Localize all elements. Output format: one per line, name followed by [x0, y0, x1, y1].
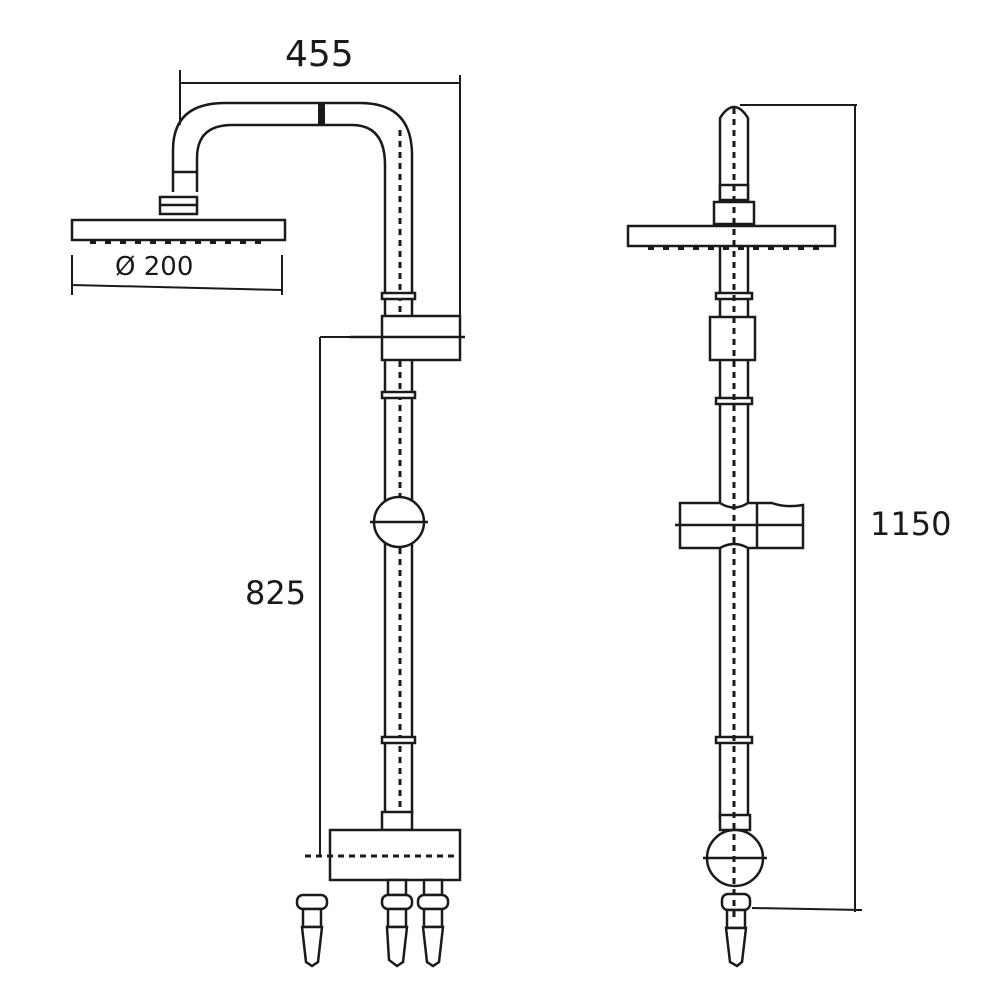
- shower-arm-inner: [195, 123, 387, 815]
- nozzle: [648, 246, 654, 250]
- wall-fitting-right: [416, 878, 450, 968]
- nozzle: [255, 240, 261, 244]
- nozzle: [120, 240, 126, 244]
- nozzle: [678, 246, 684, 250]
- diameter-symbol: Ø: [115, 252, 136, 282]
- dimension-200-label: Ø 200: [115, 252, 193, 282]
- outlet-fitting: [725, 908, 747, 930]
- riser-pipe: [718, 105, 750, 820]
- nozzle: [663, 246, 669, 250]
- nozzle: [135, 240, 141, 244]
- dimension-1150-line: [740, 104, 863, 912]
- shower-head-nozzles: [90, 240, 261, 244]
- shower-arm: [171, 101, 414, 815]
- dimension-455-line: [179, 70, 461, 315]
- nozzle: [180, 240, 186, 244]
- dimension-455-label: 455: [285, 34, 354, 75]
- nozzle: [150, 240, 156, 244]
- dimension-1150-label: 1150: [870, 505, 952, 543]
- nozzle: [195, 240, 201, 244]
- nozzle: [165, 240, 171, 244]
- wall-fitting-loose: [295, 893, 329, 968]
- nozzle: [105, 240, 111, 244]
- nozzle: [210, 240, 216, 244]
- nozzle: [708, 246, 714, 250]
- wall-bracket: [708, 315, 757, 362]
- shower-head-nozzles: [648, 246, 819, 250]
- front-view: [626, 104, 863, 968]
- pipe-ring: [380, 735, 417, 745]
- nozzle: [240, 240, 246, 244]
- nozzle: [90, 240, 96, 244]
- dimension-200-value: 200: [143, 252, 194, 282]
- shower-head: [70, 218, 287, 242]
- nozzle: [768, 246, 774, 250]
- dimension-825-label: 825: [245, 574, 307, 612]
- wall-fitting-left: [380, 878, 414, 968]
- nozzle: [738, 246, 744, 250]
- outlet-thread: [724, 926, 748, 968]
- pipe-ring: [380, 291, 417, 301]
- shower-head-front: [626, 224, 837, 248]
- outlet-nut: [720, 892, 752, 912]
- dimension-200-line: [71, 255, 283, 295]
- nozzle: [225, 240, 231, 244]
- nozzle: [783, 246, 789, 250]
- pipe-ring: [380, 390, 417, 400]
- nozzle: [723, 246, 729, 250]
- mixer-collar: [380, 810, 414, 832]
- nozzle: [798, 246, 804, 250]
- nozzle: [813, 246, 819, 250]
- nozzle: [753, 246, 759, 250]
- arm-joint: [318, 103, 325, 125]
- dimension-825-line: [319, 336, 370, 856]
- nozzle: [693, 246, 699, 250]
- side-view: [70, 70, 465, 968]
